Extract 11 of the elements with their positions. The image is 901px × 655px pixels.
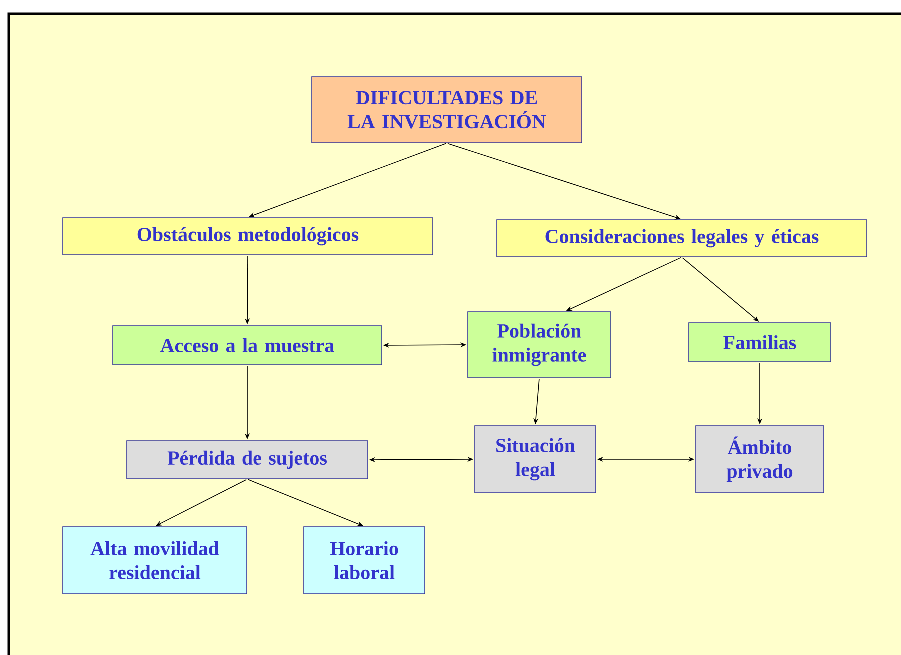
process-box: Acceso a la muestra bbox=[112, 326, 382, 366]
process-box: Población inmigrante bbox=[468, 312, 612, 378]
process-box: Alta movilidad residencial bbox=[62, 526, 248, 594]
process-box: Horario laboral bbox=[304, 526, 426, 594]
category-box: Consideraciones legales y éticas bbox=[496, 220, 868, 258]
process-box: Pérdida de sujetos bbox=[126, 440, 368, 480]
process-box: Familias bbox=[688, 322, 832, 362]
process-box: Situación legal bbox=[474, 426, 596, 494]
process-box: Ámbito privado bbox=[696, 426, 824, 494]
category-box: Obstáculos metodológicos bbox=[62, 218, 434, 256]
title-box: DIFICULTADES DE LA INVESTIGACIÓN bbox=[312, 76, 582, 144]
